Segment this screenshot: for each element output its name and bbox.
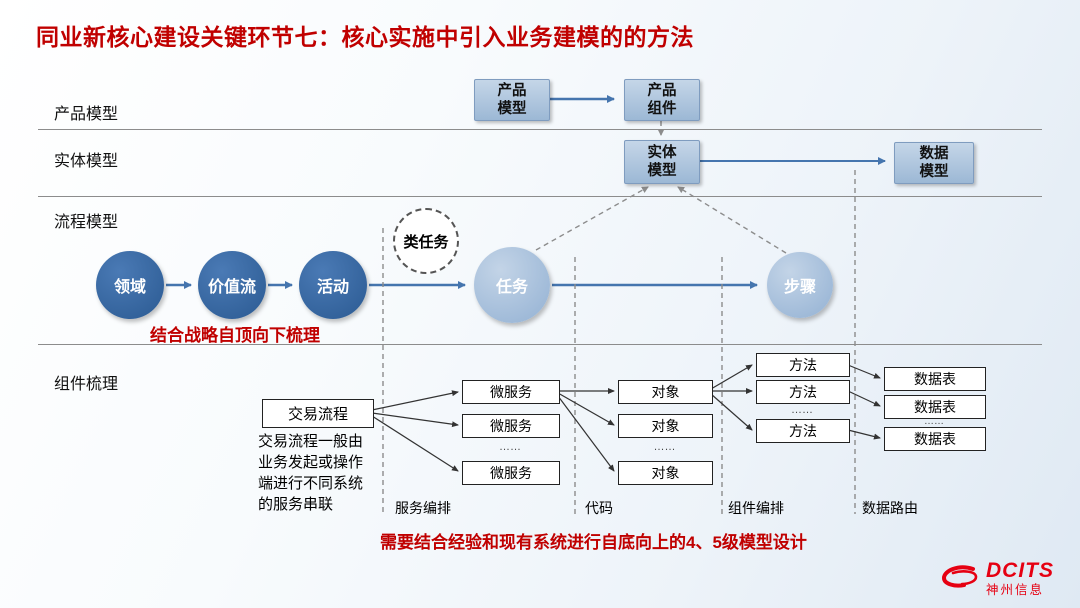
column-label-data-routing: 数据路由 bbox=[862, 500, 918, 516]
row-label-product-model: 产品模型 bbox=[54, 104, 119, 123]
product-component-box: 产品组件 bbox=[624, 79, 700, 121]
logo-brand: DCITS bbox=[986, 558, 1054, 582]
row-divider-1 bbox=[38, 129, 1042, 130]
domain-node: 领域 bbox=[96, 251, 164, 319]
object-label: 对象 bbox=[651, 418, 680, 434]
method-box-1: 方法 bbox=[756, 353, 850, 377]
object-box-1: 对象 bbox=[618, 380, 713, 404]
data-table-box-2: 数据表 bbox=[884, 395, 986, 419]
step-node: 步骤 bbox=[767, 252, 833, 318]
dashed-relations bbox=[382, 121, 856, 514]
object-ellipsis: …… bbox=[653, 441, 676, 453]
data-table-label: 数据表 bbox=[914, 431, 956, 447]
product-model-box: 产品模型 bbox=[474, 79, 550, 121]
column-label-service-orchestration: 服务编排 bbox=[395, 500, 451, 516]
task-node: 任务 bbox=[474, 247, 550, 323]
data-table-box-1: 数据表 bbox=[884, 367, 986, 391]
product-model-label: 产品模型 bbox=[497, 83, 527, 117]
row-label-component-sort: 组件梳理 bbox=[54, 374, 119, 393]
activity-node: 活动 bbox=[299, 251, 367, 319]
method-label: 方法 bbox=[789, 357, 817, 373]
bottom-up-note: 需要结合经验和现有系统进行自底向上的4、5级模型设计 bbox=[380, 533, 807, 552]
product-component-label: 产品组件 bbox=[647, 83, 677, 117]
object-box-3: 对象 bbox=[618, 461, 713, 485]
entity-model-box: 实体模型 bbox=[624, 140, 700, 184]
microservice-label: 微服务 bbox=[490, 384, 532, 400]
top-down-note: 结合战略自顶向下梳理 bbox=[150, 326, 320, 345]
domain-label: 领域 bbox=[113, 279, 146, 296]
task-class-node: 类任务 bbox=[393, 208, 459, 274]
data-table-label: 数据表 bbox=[914, 371, 956, 387]
row-label-process-model: 流程模型 bbox=[54, 212, 119, 231]
method-label: 方法 bbox=[789, 423, 817, 439]
method-label: 方法 bbox=[789, 384, 817, 400]
object-label: 对象 bbox=[651, 465, 680, 481]
value-stream-label: 价值流 bbox=[207, 279, 256, 296]
entity-model-label: 实体模型 bbox=[647, 145, 677, 179]
method-box-3: 方法 bbox=[756, 419, 850, 443]
dcits-logo-icon bbox=[941, 565, 978, 588]
object-label: 对象 bbox=[651, 384, 680, 400]
row-divider-2 bbox=[38, 196, 1042, 197]
method-ellipsis: …… bbox=[791, 404, 813, 416]
page-title: 同业新核心建设关键环节七：核心实施中引入业务建模的的方法 bbox=[36, 24, 694, 50]
row-divider-3 bbox=[38, 344, 1042, 345]
data-table-label: 数据表 bbox=[914, 399, 956, 415]
microservice-box-3: 微服务 bbox=[462, 461, 560, 485]
transaction-flow-label: 交易流程 bbox=[287, 406, 348, 423]
microservice-label: 微服务 bbox=[490, 465, 532, 481]
data-model-label: 数据模型 bbox=[919, 146, 949, 180]
data-table-ellipsis: …… bbox=[924, 416, 944, 427]
data-table-box-3: 数据表 bbox=[884, 427, 986, 451]
logo-company: 神州信息 bbox=[986, 582, 1045, 597]
microservice-box-2: 微服务 bbox=[462, 414, 560, 438]
microservice-label: 微服务 bbox=[490, 418, 532, 434]
row-label-entity-model: 实体模型 bbox=[54, 151, 119, 170]
task-class-label: 类任务 bbox=[403, 233, 449, 251]
transaction-flow-box: 交易流程 bbox=[262, 399, 374, 428]
task-label: 任务 bbox=[495, 279, 528, 296]
activity-label: 活动 bbox=[316, 279, 349, 296]
step-label: 步骤 bbox=[783, 279, 816, 296]
column-label-code: 代码 bbox=[585, 500, 613, 516]
column-label-component-orchestration: 组件编排 bbox=[728, 500, 784, 516]
method-box-2: 方法 bbox=[756, 380, 850, 404]
value-stream-node: 价值流 bbox=[198, 251, 266, 319]
data-model-box: 数据模型 bbox=[894, 142, 974, 184]
object-box-2: 对象 bbox=[618, 414, 713, 438]
transaction-note: 交易流程一般由业务发起或操作端进行不同系统的服务串联 bbox=[258, 433, 364, 513]
microservice-box-1: 微服务 bbox=[462, 380, 560, 404]
dcits-logo: DCITS 神州信息 bbox=[940, 560, 1054, 597]
microservice-ellipsis: …… bbox=[499, 441, 521, 453]
